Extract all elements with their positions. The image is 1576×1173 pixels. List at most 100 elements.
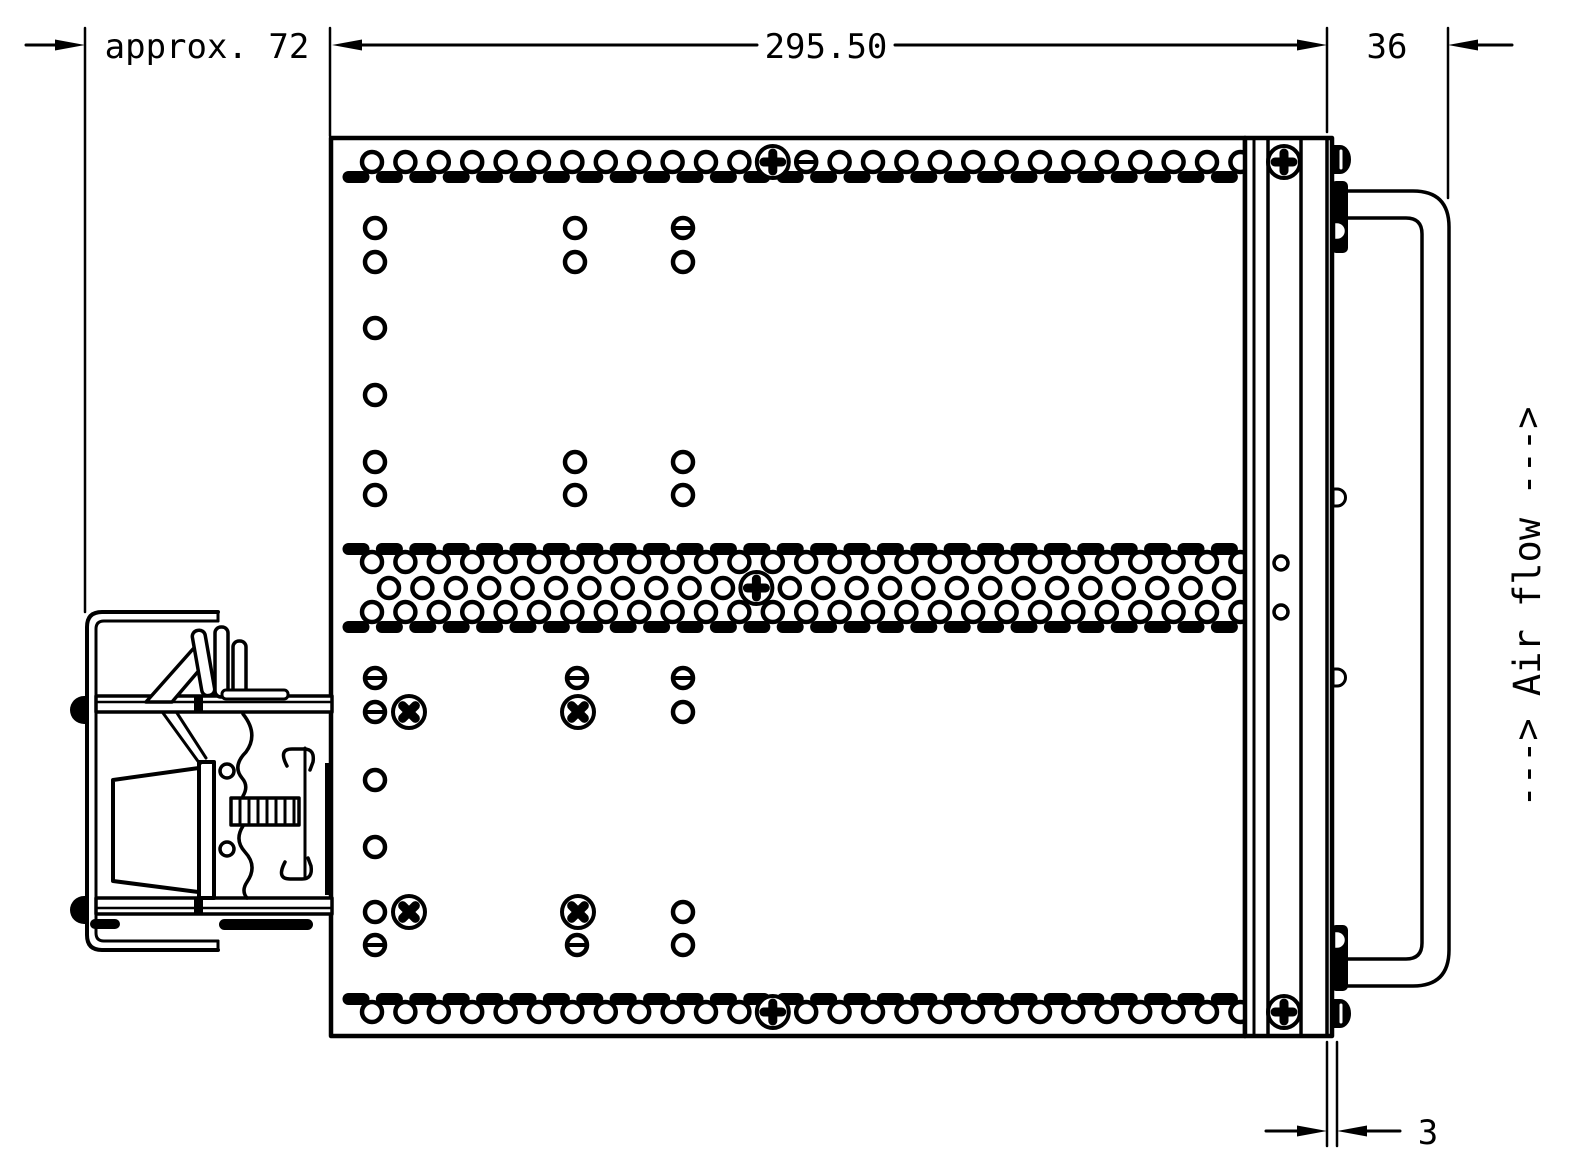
vent-hole [362,767,388,793]
bracket-screw-bump [70,696,88,724]
vent-slot [375,543,403,555]
vent-hole [362,899,388,925]
vent-hole [560,599,585,625]
dimension-295-50-label: 295.50 [765,27,888,67]
vent-hole [1044,575,1070,601]
clamp-profile [237,824,254,900]
dimension-295-50: 295.50 [332,26,1329,134]
vent-hole [827,549,852,575]
vent-hole [727,149,752,175]
vent-hole [359,599,385,625]
vent-slot [1210,171,1238,183]
screw-phillips [560,694,596,730]
vent-hole [1161,149,1186,175]
vent-slot [576,993,604,1005]
vent-slot [943,621,971,633]
vent-slot [1110,993,1138,1005]
vent-hole [793,549,819,575]
screw-phillips [1266,994,1302,1030]
handle-mount-bump [1332,929,1348,951]
front-panel [1242,135,1351,1039]
vent-slot [609,543,637,555]
vent-slot [542,543,570,555]
air-flow-label: ---> Air flow ---> [1506,407,1549,808]
vent-hole [426,999,452,1025]
vent-hole [860,149,886,175]
vent-slot [509,171,537,183]
vent-hole [960,549,986,575]
vent-hole [362,382,388,408]
bracket-inner [94,619,220,943]
vent-hole [362,249,388,275]
vent-hole [1061,999,1086,1025]
vent-slot [375,171,403,183]
perforation-row-top [342,144,1253,183]
vent-hole [1094,149,1120,175]
vent-hole [727,549,752,575]
rail-top [94,694,334,714]
vent-slot [843,171,871,183]
vent-hole [894,549,919,575]
vent-hole [860,999,886,1025]
dimension-approx-72: approx. 72 [24,26,332,614]
vent-hole [1127,599,1153,625]
vent-hole [493,999,518,1025]
vent-hole [1161,549,1186,575]
vent-hole [426,599,452,625]
vent-hole [827,999,852,1025]
vent-hole [362,834,388,860]
vent-hole [1027,149,1053,175]
vent-hole [927,599,953,625]
hood-brace [175,711,208,760]
vent-hole [626,149,652,175]
vent-hole [1027,999,1053,1025]
vent-hole [493,549,518,575]
vent-hole [593,149,619,175]
vent-slot [542,171,570,183]
vent-hole [994,999,1019,1025]
vent-slot [542,993,570,1005]
screw-phillips [560,894,596,930]
latch-hook-top [281,747,316,772]
vent-hole [593,599,619,625]
vent-hole [593,999,619,1025]
latch-hook-bottom [279,856,314,881]
vent-slot [442,993,470,1005]
rear-bump [1331,667,1347,688]
vent-slot [1043,543,1071,555]
vent-hole [827,149,852,175]
dimension-36: 36 [1367,26,1514,200]
vent-hole [393,599,418,625]
vent-hole [1078,575,1103,601]
vent-hole [626,999,652,1025]
vent-hole [526,549,552,575]
vent-hole [359,149,385,175]
screw-phillips [390,894,427,930]
connector-pin [213,625,230,699]
vent-slot [910,621,938,633]
vent-hole [359,999,385,1025]
vent-hole [1161,999,1186,1025]
vent-slot [1077,543,1105,555]
vent-hole [510,575,535,601]
vent-hole [562,449,588,475]
vent-hole [1111,575,1137,601]
vent-slot [676,621,704,633]
vent-hole [459,149,485,175]
front-panel-outline [1242,135,1335,1039]
vent-slot [476,171,504,183]
vent-hole [660,549,685,575]
vent-slot [943,543,971,555]
vent-slot [643,543,671,555]
vent-slot [1010,621,1038,633]
vent-hole [459,999,485,1025]
vent-slot [743,543,771,555]
vent-slot [1210,543,1238,555]
vent-hole [543,575,569,601]
vent-hole [459,599,485,625]
vent-hole [1011,575,1036,601]
vent-hole [670,249,696,275]
vent-hole [393,999,418,1025]
vent-hole [670,932,696,958]
vent-slot [676,993,704,1005]
